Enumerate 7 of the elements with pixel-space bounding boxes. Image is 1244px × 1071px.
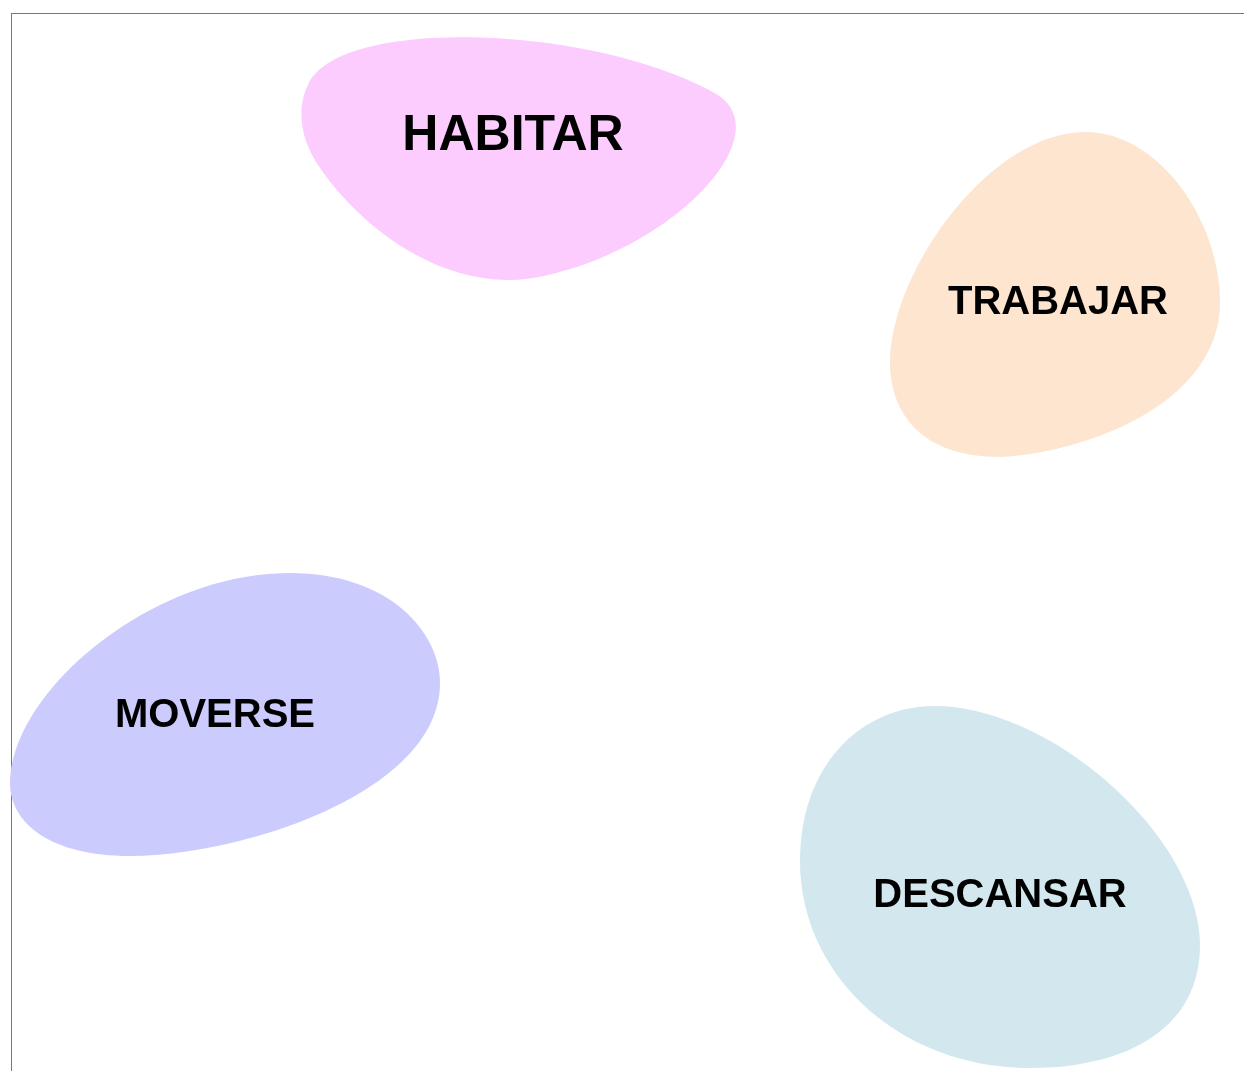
blob-shape bbox=[10, 573, 440, 856]
blob-label: TRABAJAR bbox=[948, 277, 1168, 323]
blob-label: HABITAR bbox=[402, 104, 624, 162]
blob-shape bbox=[800, 706, 1200, 1068]
blob-shape bbox=[890, 132, 1222, 458]
blob-label: DESCANSAR bbox=[873, 870, 1127, 916]
blob-label: MOVERSE bbox=[115, 690, 315, 736]
